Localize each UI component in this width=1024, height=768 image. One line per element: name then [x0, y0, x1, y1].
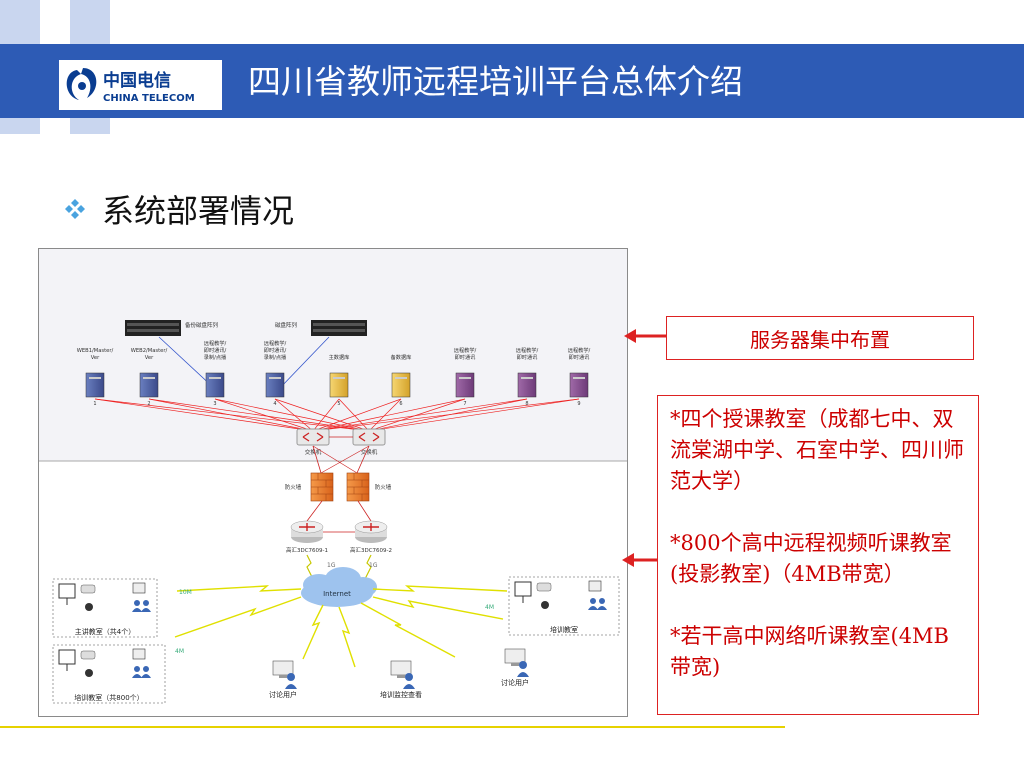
link-label-4m-b: 4M — [175, 648, 184, 655]
training-monitor-user-label: 培训监控查看 — [380, 690, 422, 699]
link-label-4m-a: 4M — [485, 604, 494, 611]
server-8: 远程教学/即时通讯 8 — [516, 346, 539, 407]
diamond-bullet-icon — [65, 199, 85, 219]
server-5: 主数据库 5 — [329, 353, 350, 407]
server-label: 即时通讯 — [517, 353, 539, 361]
servers-callout: 服务器集中布置 — [666, 316, 974, 360]
main-classroom: 主讲教室（共4个） — [52, 578, 158, 638]
discussion-user-2-label: 讨论用户 — [501, 678, 529, 687]
training-classroom-label: 培训教室 — [550, 625, 578, 634]
backup-storage-array: 备份磁盘阵列 — [125, 320, 219, 336]
server-label: Ver — [145, 355, 154, 361]
callout-paragraph: *四个授课教室（成都七中、双流棠湖中学、石室中学、四川师范大学） — [670, 407, 964, 493]
server-label: 即时通讯/ — [204, 346, 227, 354]
backup-storage-label: 备份磁盘阵列 — [185, 321, 219, 329]
callout-paragraph: *800个高中远程视频听课教室(投影教室)（4MB带宽） — [670, 531, 952, 586]
network-diagram-svg: 备份磁盘阵列 磁盘阵列 WEB1/Master/Ver 1 WEB2/Master/… — [39, 249, 627, 704]
server-3: 远程教学/即时通讯/录制/点播 3 — [204, 339, 227, 407]
storage-label: 磁盘阵列 — [275, 321, 298, 329]
discussion-user-2: 讨论用户 — [501, 648, 529, 687]
main-classroom-label: 主讲教室（共4个） — [75, 627, 135, 636]
server-label: 远程教学/ — [204, 339, 227, 347]
server-number: 2 — [147, 401, 150, 407]
server-number: 7 — [463, 401, 466, 407]
server-number: 5 — [337, 401, 340, 407]
china-telecom-logo: 中国电信 CHINA TELECOM — [59, 60, 222, 110]
section-title: 系统部署情况 — [102, 192, 295, 230]
wan-links — [174, 585, 508, 668]
server-6: 备数据库 6 — [391, 353, 412, 407]
server-9: 远程教学/即时通讯 9 — [568, 346, 591, 407]
footer-divider — [0, 726, 785, 728]
firewall-2-label: 防火墙 — [375, 483, 392, 491]
network-diagram: 备份磁盘阵列 磁盘阵列 WEB1/Master/Ver 1 WEB2/Master/… — [38, 248, 628, 717]
router-1: 高汇3DC7609-1 — [286, 520, 328, 554]
server-label: WEB2/Master/ — [131, 348, 168, 354]
decor-block-4 — [0, 118, 40, 134]
training-monitor-user: 培训监控查看 — [380, 660, 422, 699]
server-2: WEB2/Master/Ver 2 — [131, 348, 168, 407]
server-row: WEB1/Master/Ver 1 WEB2/Master/Ver 2 远程教学/即时通… — [77, 339, 591, 407]
internet-label: Internet — [323, 590, 351, 598]
server-label: Ver — [91, 355, 100, 361]
server-label: 录制/点播 — [264, 353, 287, 361]
server-number: 4 — [273, 401, 276, 407]
server-label: 即时通讯 — [569, 353, 591, 361]
china-telecom-logo-mark: 中国电信 CHINA TELECOM — [66, 68, 195, 104]
server-label: 远程教学/ — [568, 346, 591, 354]
classrooms-callout: *四个授课教室（成都七中、双流棠湖中学、石室中学、四川师范大学） *800个高中… — [657, 395, 979, 715]
decor-block-1 — [0, 0, 40, 44]
server-label: 备数据库 — [391, 353, 412, 361]
logo-cn-text: 中国电信 — [103, 70, 171, 91]
page-title: 四川省教师远程培训平台总体介绍 — [248, 62, 743, 101]
server-label: 录制/点播 — [204, 353, 227, 361]
link-label-10m: 10M — [179, 589, 192, 596]
server-7: 远程教学/即时通讯 7 — [454, 346, 477, 407]
arrow-left-icon — [622, 553, 658, 567]
server-label: WEB1/Master/ — [77, 348, 114, 354]
server-1: WEB1/Master/Ver 1 — [77, 348, 114, 407]
storage-array: 磁盘阵列 — [275, 320, 367, 336]
callout-paragraph: *若干高中网络听课教室(4MB带宽) — [670, 624, 949, 679]
link-label-1g-b: 1G — [369, 562, 378, 569]
server-label: 远程教学/ — [454, 346, 477, 354]
decor-block-3 — [0, 44, 40, 118]
switch-1: 交换机 — [296, 428, 330, 456]
link-label-1g-a: 1G — [327, 562, 336, 569]
training-classroom-group: 培训教室（共800个） — [52, 644, 166, 704]
user-terminals: 讨论用户培训监控查看讨论用户 — [269, 648, 529, 699]
training-classroom: 培训教室 — [508, 576, 620, 636]
discussion-user-1-label: 讨论用户 — [269, 690, 297, 699]
server-label: 即时通讯/ — [264, 346, 287, 354]
server-number: 3 — [213, 401, 216, 407]
switch-2-label: 交换机 — [361, 448, 378, 456]
server-number: 8 — [525, 401, 528, 407]
router-2: 高汇3DC7609-2 — [350, 520, 392, 554]
server-label: 主数据库 — [329, 353, 350, 361]
training-classroom-group-label: 培训教室（共800个） — [74, 693, 143, 702]
firewall-1-label: 防火墙 — [285, 483, 302, 491]
server-label: 远程教学/ — [264, 339, 287, 347]
logo-en-text: CHINA TELECOM — [103, 93, 195, 104]
server-4: 远程教学/即时通讯/录制/点播 4 — [264, 339, 287, 407]
router-2-label: 高汇3DC7609-2 — [350, 546, 392, 554]
router-1-label: 高汇3DC7609-1 — [286, 546, 328, 554]
internet-cloud: Internet — [301, 567, 377, 607]
firewall-2: 防火墙 — [346, 472, 392, 502]
switch-1-label: 交换机 — [305, 448, 322, 456]
server-number: 1 — [93, 401, 96, 407]
server-links — [94, 398, 580, 432]
decor-block-5 — [70, 118, 110, 134]
arrow-left-icon — [624, 329, 666, 343]
firewall-1: 防火墙 — [285, 472, 334, 502]
decor-block-2 — [70, 0, 110, 44]
server-label: 即时通讯 — [455, 353, 477, 361]
classroom-groups: 主讲教室（共4个） 培训教室（共800个） 培训教室 — [52, 576, 620, 704]
discussion-user-1: 讨论用户 — [269, 660, 297, 699]
server-number: 6 — [399, 401, 402, 407]
server-label: 远程教学/ — [516, 346, 539, 354]
server-number: 9 — [577, 401, 580, 407]
